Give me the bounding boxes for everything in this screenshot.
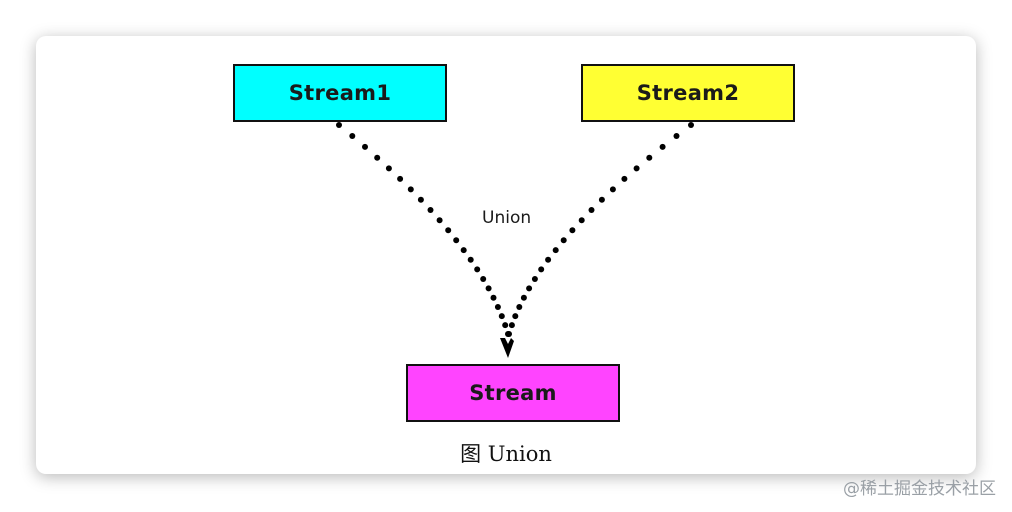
edge-dot [609, 186, 616, 193]
edge-label-union: Union [482, 208, 532, 228]
edge-dot [569, 227, 576, 234]
edge-dot [362, 143, 368, 150]
edge-dot [397, 175, 404, 182]
edge-dot [516, 304, 523, 310]
edge-dot [520, 294, 527, 301]
edge-dot [598, 196, 605, 203]
edge-dot [506, 331, 512, 337]
edge-dot [467, 256, 474, 263]
node-stream2: Stream2 [581, 64, 795, 122]
edge-dot [336, 122, 342, 128]
edge-dot [485, 285, 492, 292]
edge-dot [578, 217, 585, 224]
edge-dot [445, 227, 452, 234]
edge-dot [588, 207, 595, 213]
edge-dot [385, 165, 392, 172]
edge-dot [474, 266, 481, 273]
edge-dot [688, 122, 694, 128]
edge-dot [490, 294, 497, 301]
edge-dot [407, 186, 414, 193]
figure-caption: 图 Union [460, 442, 552, 466]
diagram-card: Stream1 Stream2 Stream Union 图 Union [36, 36, 976, 474]
edge-dot [633, 165, 640, 172]
edge-dot [417, 196, 424, 203]
edge-dot [552, 247, 559, 254]
edge-dot [646, 154, 653, 161]
edge-dot [560, 237, 567, 244]
edge-dot [545, 256, 552, 263]
node-stream2-label: Stream2 [636, 81, 740, 105]
edge-dot [673, 133, 680, 139]
node-stream1-label: Stream1 [288, 81, 392, 105]
edge-dot [460, 247, 467, 254]
edge-dot [659, 143, 666, 150]
node-stream1: Stream1 [233, 64, 447, 122]
edge-stream2-to-stream [506, 122, 694, 337]
edge-dot [538, 266, 545, 273]
edge-dot [349, 133, 356, 139]
edge-stream1-to-stream [336, 122, 511, 337]
edge-dot [526, 285, 533, 292]
edge-dot [480, 276, 487, 282]
node-stream-label: Stream [469, 381, 557, 405]
edge-dot [498, 313, 505, 320]
edge-layer [336, 122, 694, 358]
edge-dot [531, 276, 538, 282]
edge-dot [512, 313, 519, 320]
edge-dot [508, 322, 515, 329]
arrowhead-icon [500, 338, 514, 358]
edge-dot [502, 322, 509, 329]
node-stream: Stream [406, 364, 620, 422]
edge-dot [494, 304, 501, 310]
edge-dot [436, 217, 443, 224]
edge-dot [453, 237, 460, 244]
edge-dot [374, 154, 381, 161]
edge-dot [621, 175, 628, 182]
watermark-text: @稀土掘金技术社区 [843, 479, 996, 499]
edge-dot [427, 207, 434, 213]
